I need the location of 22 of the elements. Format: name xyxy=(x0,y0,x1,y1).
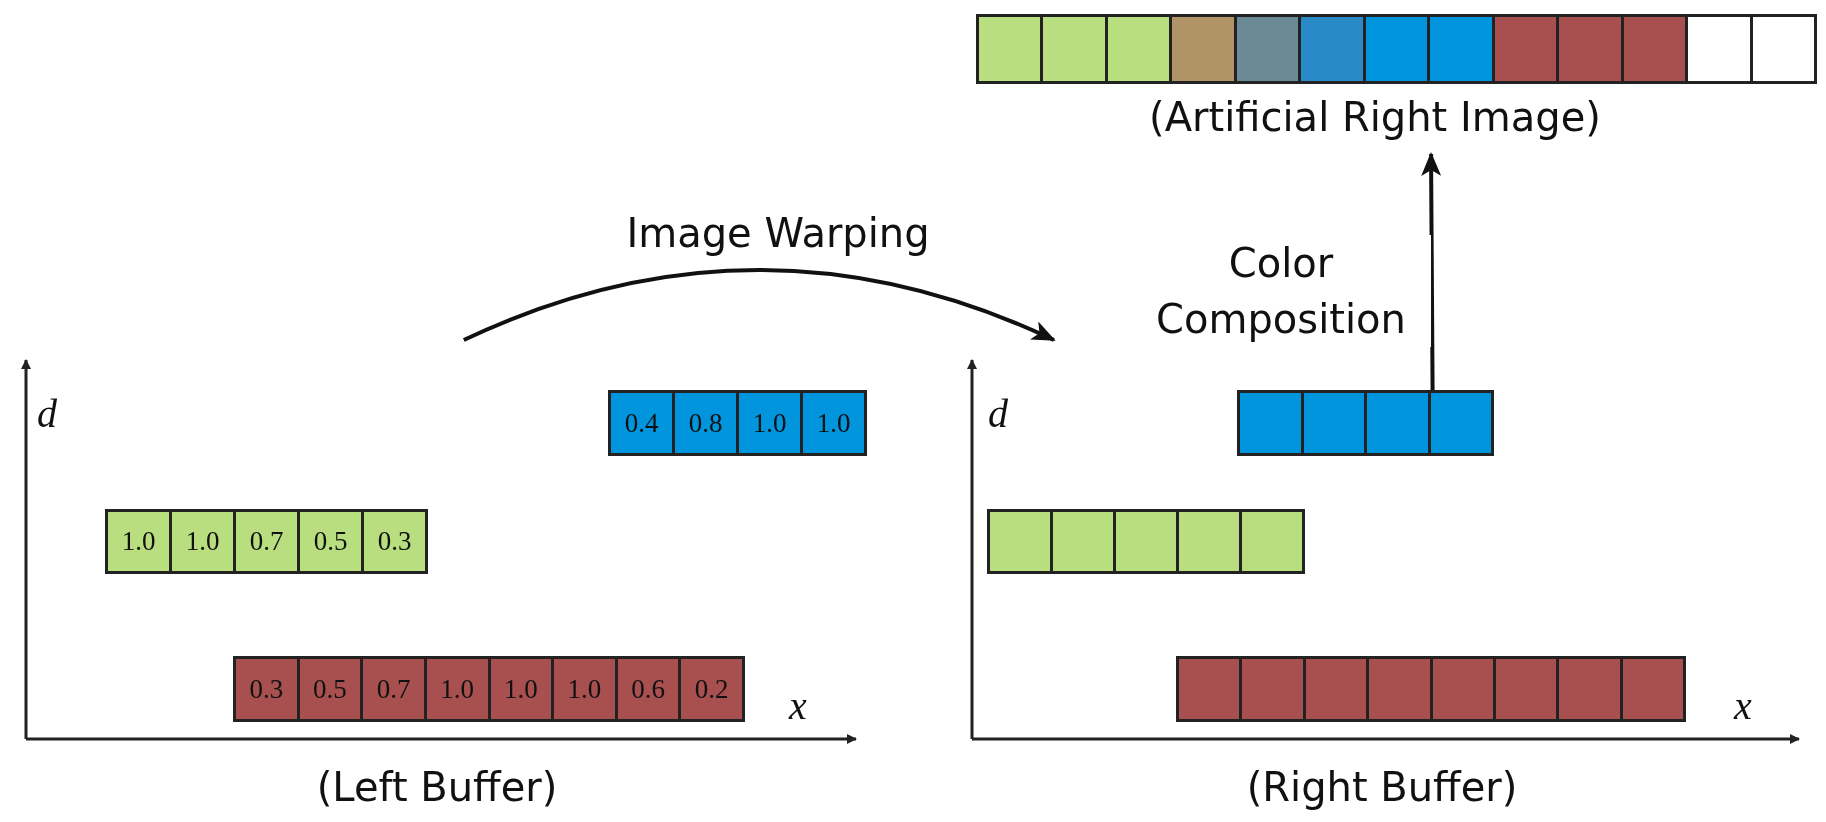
value-cell: 0.7 xyxy=(360,656,427,722)
image-caption: (Artificial Right Image) xyxy=(1149,94,1601,140)
value-cell: 0.5 xyxy=(297,509,364,574)
panel-caption: (Right Buffer) xyxy=(1246,764,1518,810)
panel-caption: (Left Buffer) xyxy=(316,764,558,810)
axis-label: x xyxy=(789,681,807,729)
arrow xyxy=(1421,152,1442,390)
value-cell: 0.4 xyxy=(608,390,675,456)
axis-label: d xyxy=(988,389,1008,437)
arrow xyxy=(463,268,1056,342)
value-cell: 1.0 xyxy=(800,390,867,456)
value-cell: 0.7 xyxy=(233,509,300,574)
axis-label: x xyxy=(1734,681,1752,729)
value-cell: 0.8 xyxy=(672,390,739,456)
value-cell: 0.2 xyxy=(678,656,745,722)
value-cell: 0.3 xyxy=(233,656,300,722)
value-cell: 1.0 xyxy=(105,509,172,574)
value-cell: 1.0 xyxy=(551,656,618,722)
axis-label: d xyxy=(37,389,57,437)
value-cell: 1.0 xyxy=(736,390,803,456)
value-cell: 0.3 xyxy=(361,509,428,574)
value-cell: 1.0 xyxy=(169,509,236,574)
